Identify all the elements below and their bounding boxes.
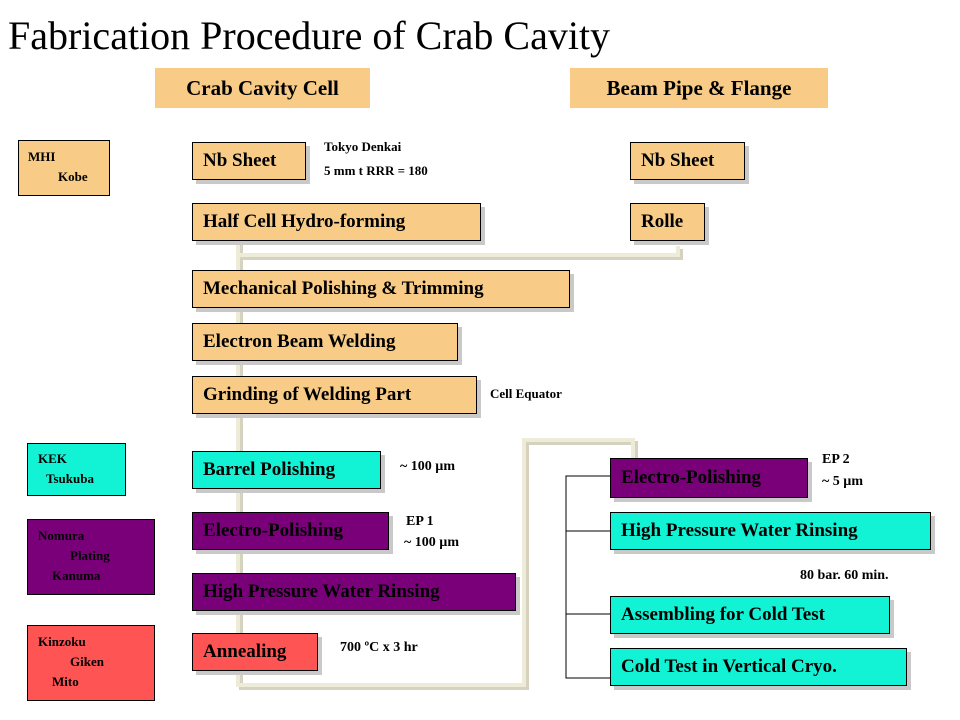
- note-sheet-spec: 5 mm t RRR = 180: [324, 163, 428, 178]
- org-nomura-plating-kanuma: Nomura Plating Kanuma: [27, 519, 155, 595]
- note-supplier-name: Tokyo Denkai: [324, 139, 402, 154]
- note-ep1-label: EP 1: [406, 514, 434, 529]
- page-title: Fabrication Procedure of Crab Cavity: [8, 13, 611, 58]
- step-grinding-welding-part: Grinding of Welding Part: [192, 376, 477, 414]
- org-kinzoku-giken-mito: Kinzoku Giken Mito: [27, 625, 155, 701]
- step-mechanical-polishing-trimming: Mechanical Polishing & Trimming: [192, 270, 570, 308]
- step-electro-polishing-2: Electro-Polishing: [610, 458, 808, 498]
- header-crab-cavity-cell: Crab Cavity Cell: [155, 68, 370, 108]
- step-nb-sheet-pipe: Nb Sheet: [630, 142, 745, 180]
- note-ep2-label: EP 2: [822, 452, 850, 467]
- note-ep2-depth: ~ 5 µm: [822, 474, 864, 489]
- step-high-pressure-water-rinsing-1: High Pressure Water Rinsing: [192, 573, 516, 611]
- note-barrel-depth: ~ 100 µm: [400, 459, 456, 474]
- org-mhi-kobe: MHI Kobe: [18, 140, 110, 196]
- org-kek-tsukuba: KEK Tsukuba: [27, 443, 126, 496]
- note-hpr-condition: 80 bar. 60 min.: [800, 568, 889, 583]
- step-assembling-cold-test: Assembling for Cold Test: [610, 596, 890, 634]
- step-annealing: Annealing: [192, 633, 318, 671]
- step-cold-test-vertical-cryo: Cold Test in Vertical Cryo.: [610, 648, 907, 686]
- step-barrel-polishing: Barrel Polishing: [192, 451, 381, 489]
- step-half-cell-hydro-forming: Half Cell Hydro-forming: [192, 203, 481, 241]
- step-high-pressure-water-rinsing-2: High Pressure Water Rinsing: [610, 512, 931, 550]
- step-rolle: Rolle: [630, 203, 705, 241]
- step-electro-polishing-1: Electro-Polishing: [192, 512, 389, 550]
- note-annealing-condition: 700 ºC x 3 hr: [340, 640, 418, 655]
- note-ep1-depth: ~ 100 µm: [404, 535, 460, 550]
- step-nb-sheet-cell: Nb Sheet: [192, 142, 306, 180]
- step-electron-beam-welding: Electron Beam Welding: [192, 323, 458, 361]
- note-cell-equator: Cell Equator: [490, 386, 562, 401]
- header-beam-pipe-flange: Beam Pipe & Flange: [570, 68, 828, 108]
